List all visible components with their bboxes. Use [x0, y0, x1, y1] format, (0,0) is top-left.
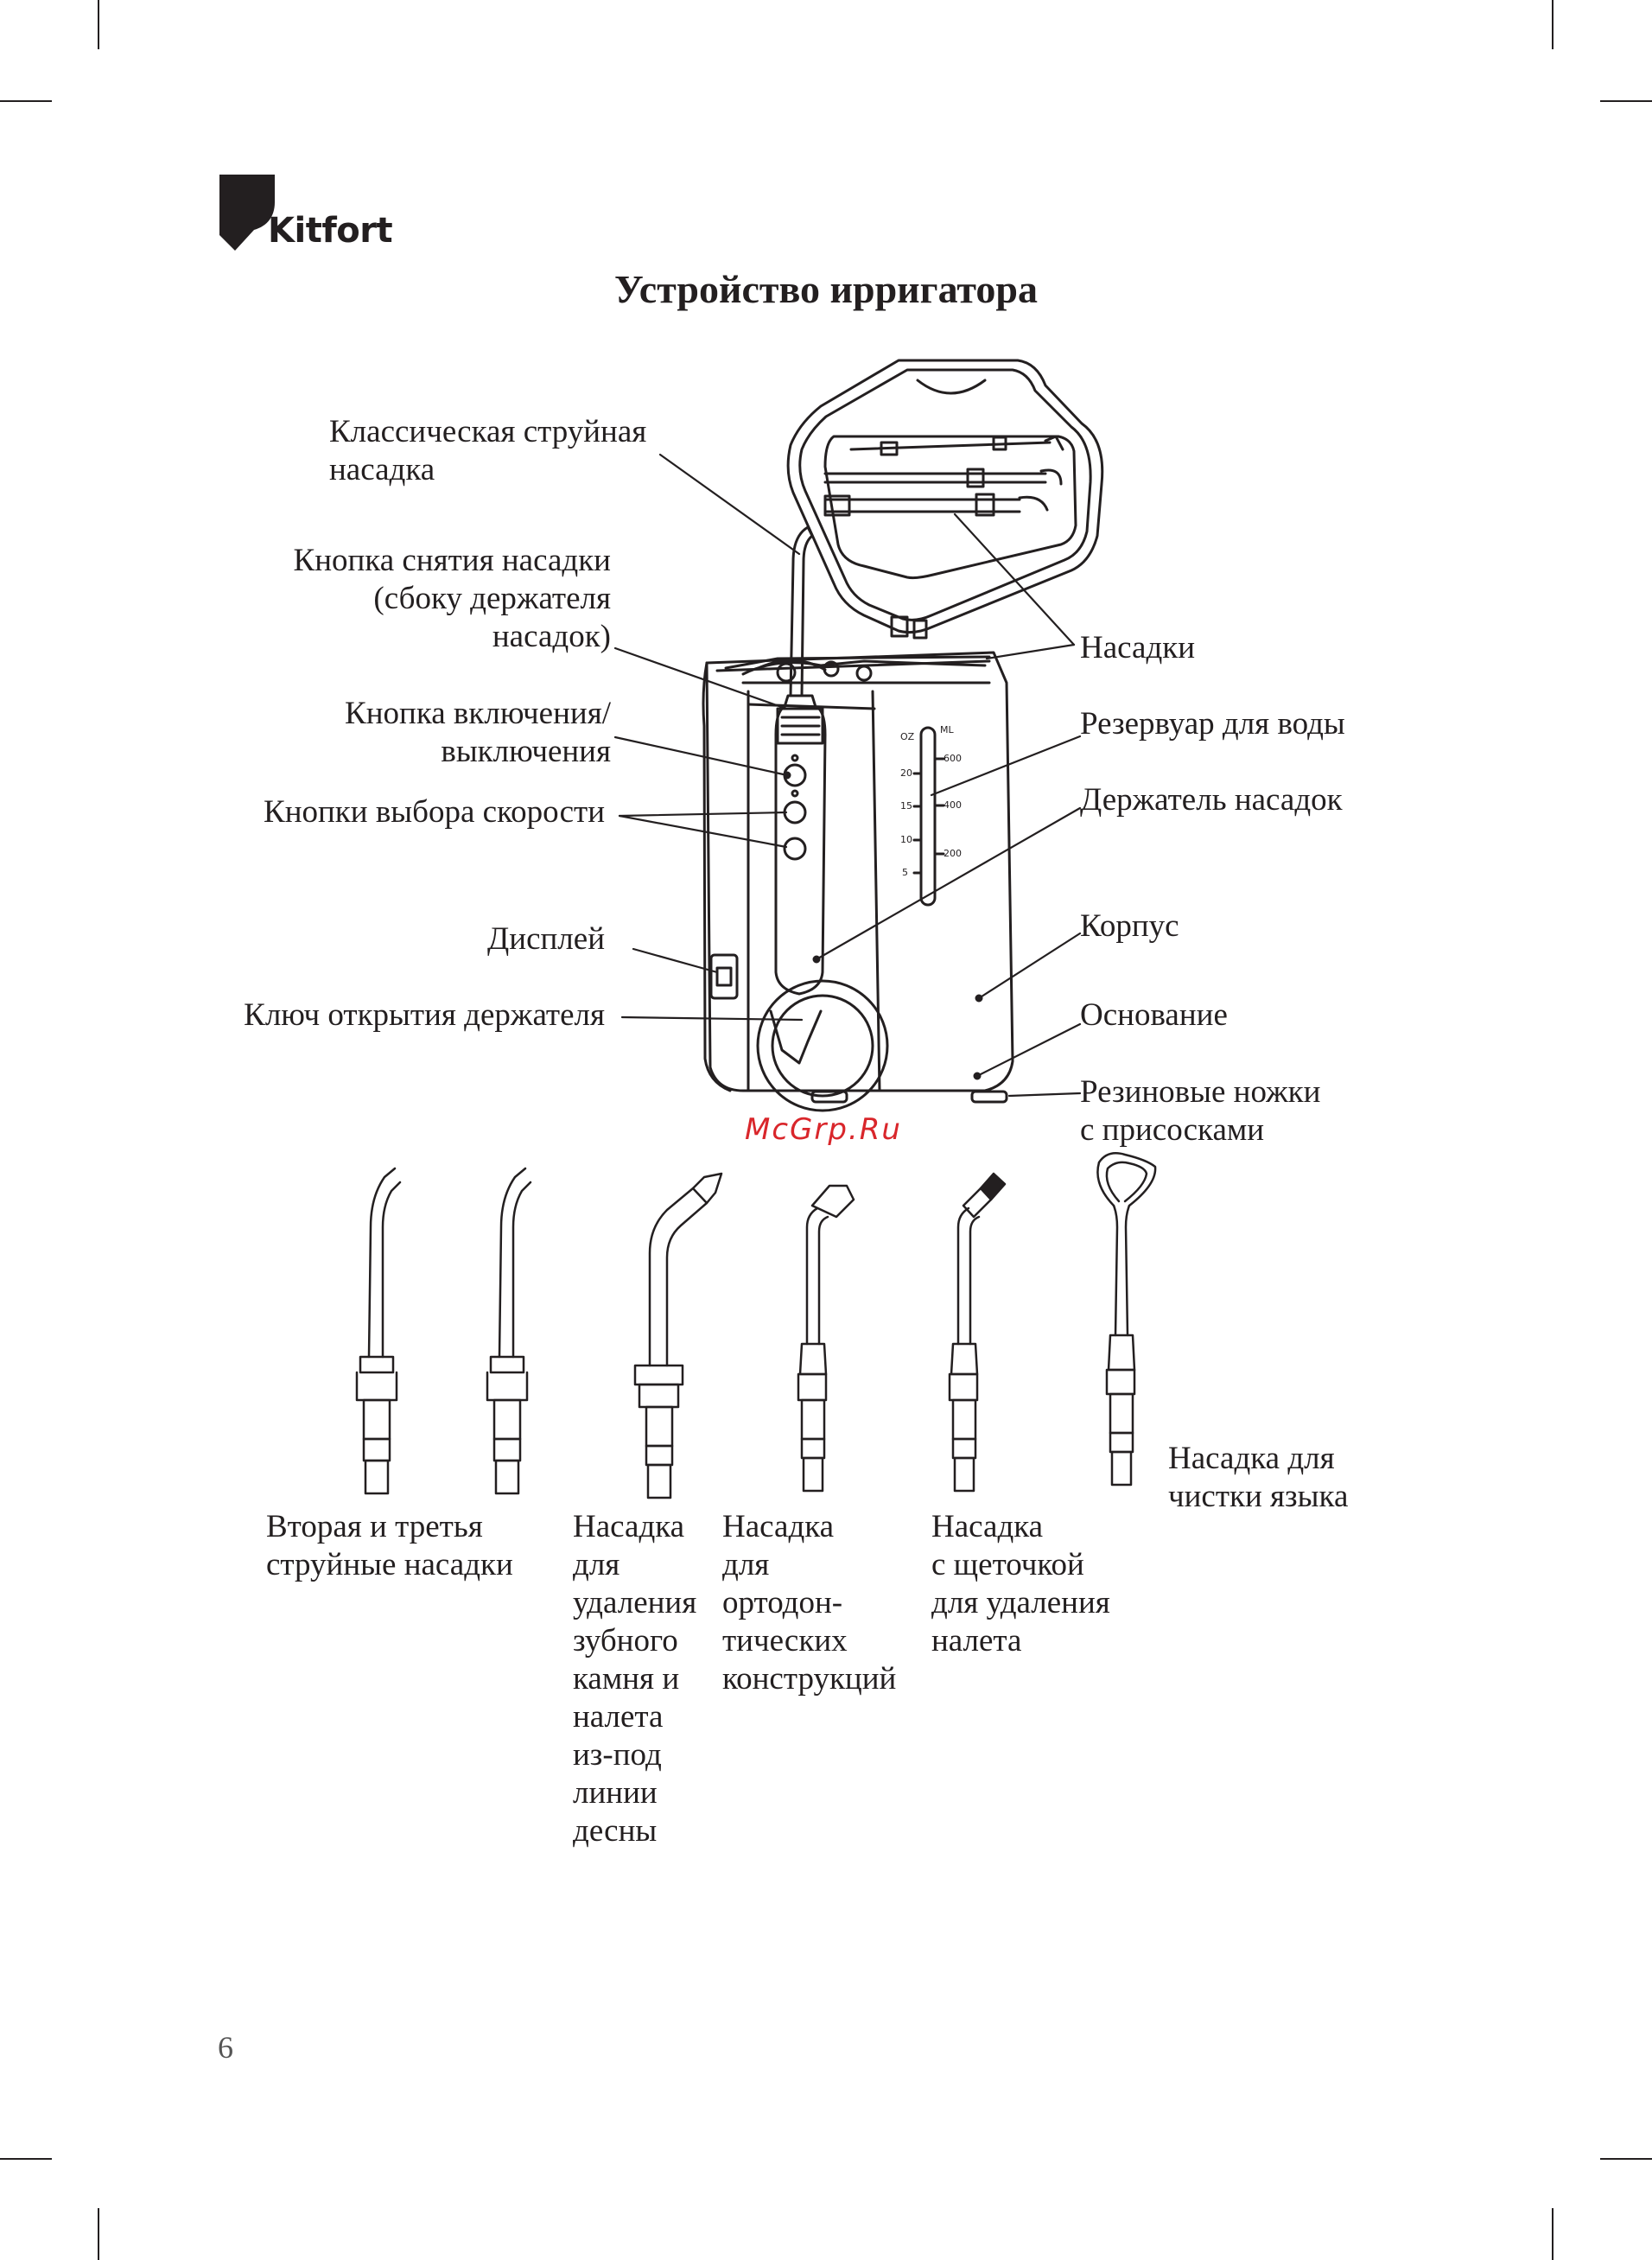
callout-line: Держатель насадок	[1080, 782, 1343, 818]
callout-line: Ключ открытия держателя	[244, 997, 605, 1033]
callout-speed-buttons: Кнопки выбора скорости	[264, 793, 605, 831]
brand-logo: Kitfort	[218, 173, 393, 255]
callout-line: выключения	[441, 734, 611, 769]
lid-drawing	[786, 359, 1104, 640]
caption-line: налета	[931, 1623, 1022, 1658]
caption-line: Насадка	[722, 1509, 835, 1544]
scale-ml-tick: 400	[944, 799, 962, 811]
crop-mark-top-left-h	[0, 100, 52, 102]
callout-line: Кнопка снятия насадки	[293, 543, 611, 578]
page-title: Устройство ирригатора	[614, 267, 1038, 311]
leader-dot-power	[783, 771, 791, 780]
caption-orthodontic: Насадка для ортодон- тических конструкци…	[722, 1508, 896, 1698]
tank-scale: OZ ML 20 15 10 5 600 400 200	[890, 724, 994, 883]
crop-mark-bottom-right-h	[1600, 2158, 1652, 2160]
caption-line: для	[722, 1547, 770, 1582]
callout-body: Корпус	[1080, 907, 1179, 945]
caption-line: Вторая и третья	[266, 1509, 483, 1544]
leader-lines	[613, 453, 1082, 1098]
callout-line: насадок)	[492, 619, 611, 654]
crop-mark-top-right-v	[1552, 0, 1554, 49]
scale-oz-tick: 10	[900, 834, 912, 845]
callout-line: Основание	[1080, 997, 1228, 1033]
caption-line: тических	[722, 1623, 848, 1658]
caption-tartar: Насадка для удаления зубного камня и нал…	[573, 1508, 696, 1850]
caption-line: ортодон-	[722, 1585, 843, 1620]
caption-brush: Насадка с щеточкой для удаления налета	[931, 1508, 1110, 1660]
caption-line: Насадка	[931, 1509, 1044, 1544]
crop-mark-top-left-v	[98, 0, 99, 49]
callout-water-tank: Резервуар для воды	[1080, 705, 1345, 743]
callout-line: насадка	[329, 452, 435, 487]
leader-dot-body	[975, 994, 983, 1003]
callout-base: Основание	[1080, 996, 1228, 1035]
callout-line: Классическая струйная	[329, 414, 647, 449]
callout-line: Насадки	[1080, 630, 1196, 665]
callout-line: Корпус	[1080, 908, 1179, 944]
nozzle-jet-2	[486, 1167, 532, 1495]
callout-line: (сбоку держателя	[373, 581, 611, 616]
caption-line: струйные насадки	[266, 1547, 513, 1582]
callout-power-button: Кнопка включения/ выключения	[345, 695, 611, 771]
caption-line: Насадка для	[1168, 1441, 1335, 1476]
watermark: McGrp.Ru	[745, 1112, 902, 1147]
leader-dot-holder	[812, 955, 821, 964]
scale-oz-header: OZ	[900, 731, 915, 742]
caption-line: зубного	[573, 1623, 678, 1658]
page-number: 6	[218, 2030, 233, 2065]
scale-ml-tick: 200	[944, 848, 962, 859]
crop-mark-bottom-left-v	[98, 2208, 99, 2260]
scale-ml-tick: 600	[944, 753, 962, 764]
caption-line: из-под	[573, 1737, 662, 1773]
caption-line: удаления	[573, 1585, 697, 1620]
scale-oz-tick: 5	[902, 867, 908, 878]
brand-logo-text: Kitfort	[268, 211, 393, 251]
caption-line: десны	[573, 1813, 658, 1849]
callout-line: Дисплей	[487, 921, 605, 957]
caption-line: линии	[573, 1775, 658, 1811]
callout-display: Дисплей	[487, 920, 605, 958]
caption-line: для	[573, 1547, 620, 1582]
scale-oz-tick: 20	[900, 767, 912, 779]
scale-oz-tick: 15	[900, 800, 912, 812]
callout-holder-key: Ключ открытия держателя	[244, 996, 605, 1035]
callout-nozzles: Насадки	[1080, 629, 1195, 667]
crop-mark-top-right-h	[1600, 100, 1652, 102]
callout-nozzle-release-button: Кнопка снятия насадки (сбоку держателя н…	[294, 542, 611, 656]
callout-nozzle-holder: Держатель насадок	[1080, 781, 1343, 819]
nozzle-orthodontic	[797, 1184, 855, 1493]
nozzle-brush	[948, 1172, 1007, 1493]
caption-line: налета	[573, 1699, 664, 1735]
caption-line: с щеточкой	[931, 1547, 1084, 1582]
callout-line: Кнопки выбора скорости	[264, 794, 605, 830]
caption-tongue: Насадка для чистки языка	[1168, 1440, 1348, 1516]
crop-mark-bottom-left-h	[0, 2158, 52, 2160]
nozzle-tongue	[1096, 1152, 1157, 1487]
scale-ml-header: ML	[940, 724, 954, 735]
caption-line: камня и	[573, 1661, 680, 1697]
caption-line: Насадка	[573, 1509, 685, 1544]
callout-classic-nozzle: Классическая струйная насадка	[329, 413, 646, 489]
callout-line: Кнопка включения/	[345, 696, 611, 731]
caption-second-third-jet: Вторая и третья струйные насадки	[266, 1508, 513, 1584]
brand-logo-mark	[219, 175, 275, 251]
leader-dot-base	[973, 1072, 982, 1080]
crop-mark-bottom-right-v	[1552, 2208, 1554, 2260]
caption-line: конструкций	[722, 1661, 897, 1697]
nozzle-tartar	[633, 1172, 723, 1499]
callout-line: Резервуар для воды	[1080, 706, 1345, 742]
callout-line: с присосками	[1080, 1112, 1265, 1148]
caption-line: чистки языка	[1168, 1479, 1349, 1514]
caption-line: для удаления	[931, 1585, 1110, 1620]
callout-line: Резиновые ножки	[1080, 1074, 1321, 1110]
callout-rubber-feet: Резиновые ножки с присосками	[1080, 1073, 1320, 1149]
nozzle-jet-1	[355, 1167, 402, 1495]
